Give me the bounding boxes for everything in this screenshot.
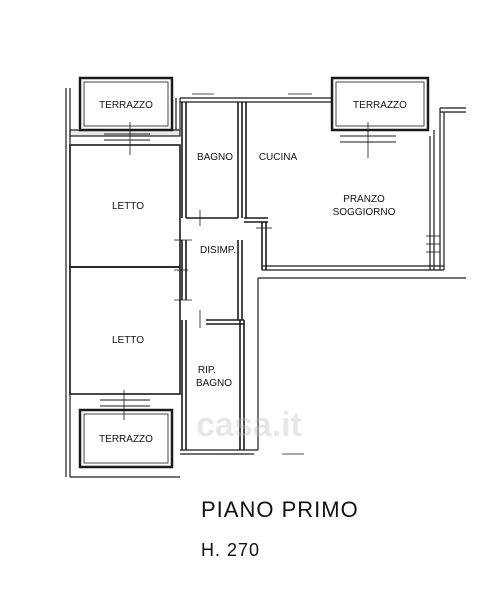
terrazzo-top-left: TERRAZZO	[78, 76, 174, 155]
room-label-terrazzo-top-right: TERRAZZO	[353, 100, 407, 111]
interior-walls	[69, 102, 268, 450]
ceiling-height: H. 270	[201, 540, 260, 560]
room-label-terrazzo-bottom: TERRAZZO	[99, 434, 153, 445]
room-label-disimp: DISIMP.	[200, 245, 236, 256]
room-labels: BAGNO CUCINA PRANZO SOGGIORNO LETTO LETT…	[112, 152, 396, 389]
room-label-cucina: CUCINA	[259, 152, 298, 163]
room-label-rip-bagno: BAGNO	[196, 378, 232, 389]
door-openings	[174, 93, 440, 455]
room-label-soggiorno: SOGGIORNO	[333, 207, 396, 218]
room-label-letto-bottom: LETTO	[112, 335, 144, 346]
watermark-casa-it: casa.it	[196, 406, 302, 444]
terrazzo-top-right: TERRAZZO	[330, 76, 430, 158]
room-label-rip: RIP.	[198, 365, 216, 376]
room-label-bagno: BAGNO	[197, 152, 233, 163]
terrazzo-bottom: TERRAZZO	[78, 390, 174, 469]
room-label-letto-top: LETTO	[112, 201, 144, 212]
exterior-walls	[65, 88, 466, 478]
floor-title: PIANO PRIMO	[201, 497, 359, 522]
room-label-pranzo: PRANZO	[343, 194, 385, 205]
room-label-terrazzo-top-left: TERRAZZO	[99, 100, 153, 111]
